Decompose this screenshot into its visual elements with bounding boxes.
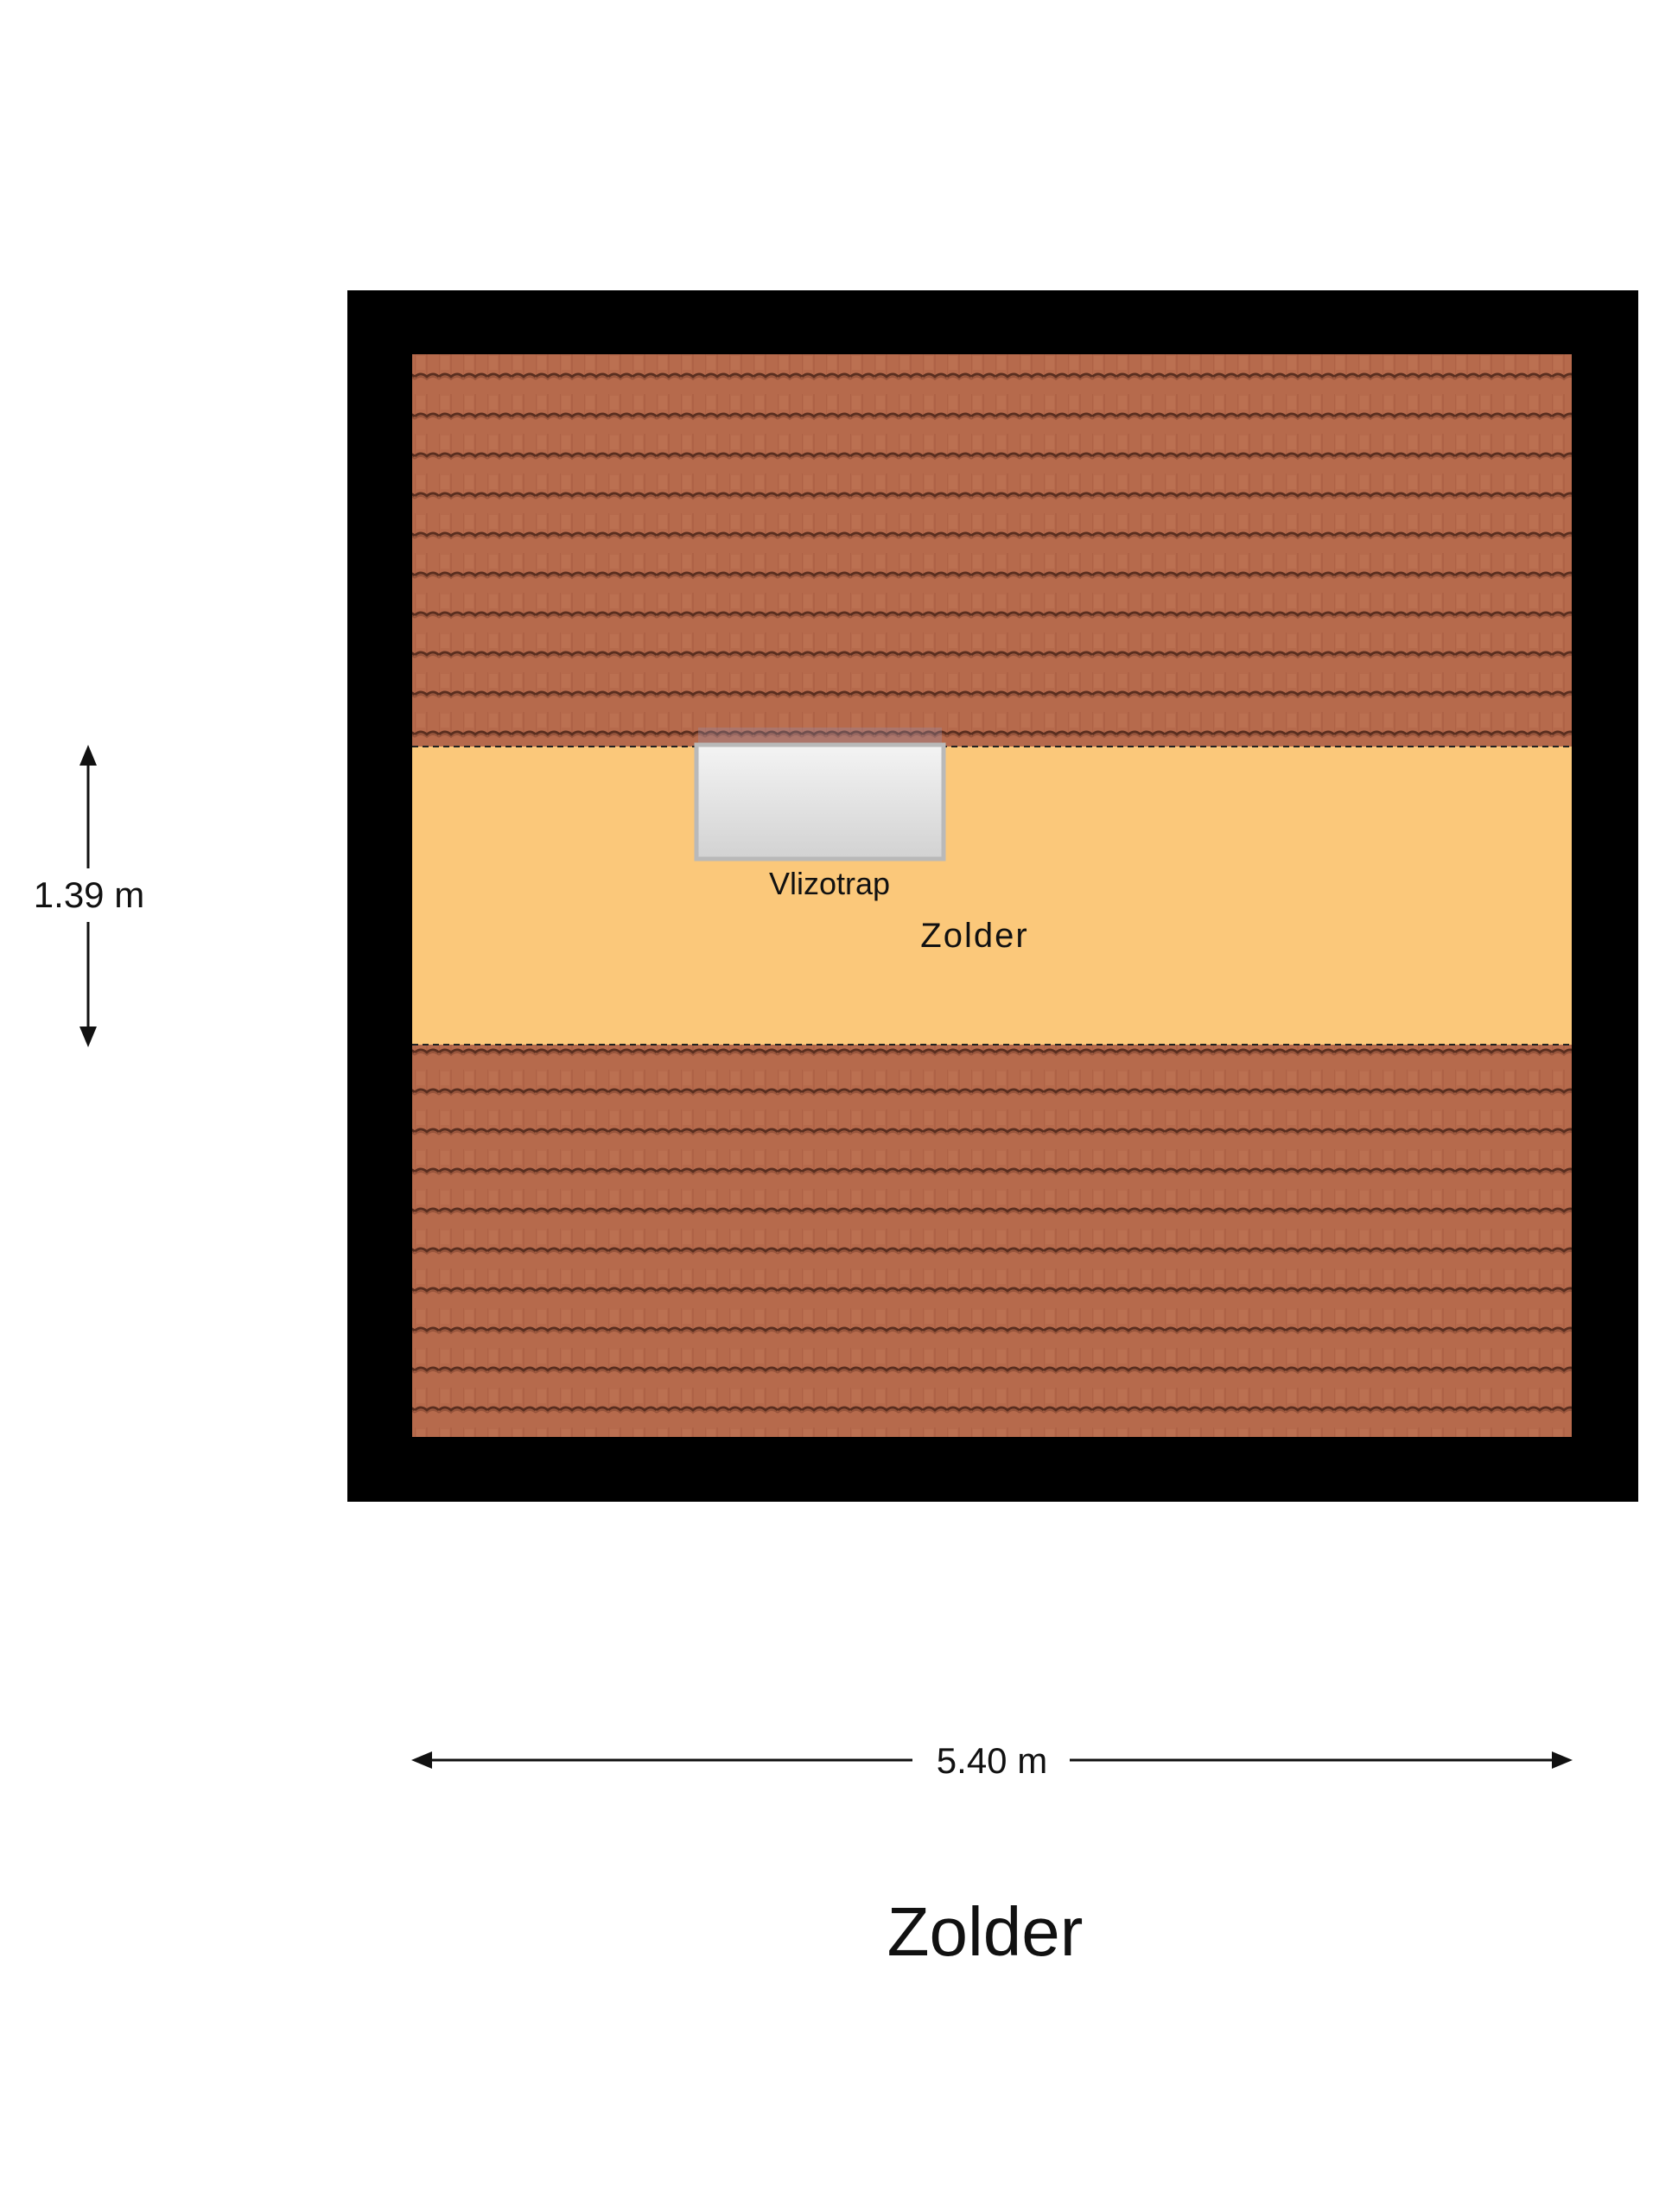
arrow-up-icon — [79, 745, 97, 766]
width-dimension-label: 5.40 m — [937, 1740, 1047, 1781]
arrow-left-icon — [411, 1751, 432, 1769]
room-label: Zolder — [920, 917, 1028, 955]
stair-label: Vlizotrap — [769, 866, 890, 901]
floor-title: Zolder — [887, 1893, 1084, 1970]
width-dimension: 5.40 m — [411, 1740, 1573, 1781]
arrow-down-icon — [79, 1027, 97, 1047]
floor-area — [412, 747, 1572, 1045]
height-dimension: 1.39 m — [34, 745, 144, 1047]
height-dimension-label: 1.39 m — [34, 874, 144, 915]
arrow-right-icon — [1552, 1751, 1573, 1769]
stair-hatch — [694, 742, 946, 861]
